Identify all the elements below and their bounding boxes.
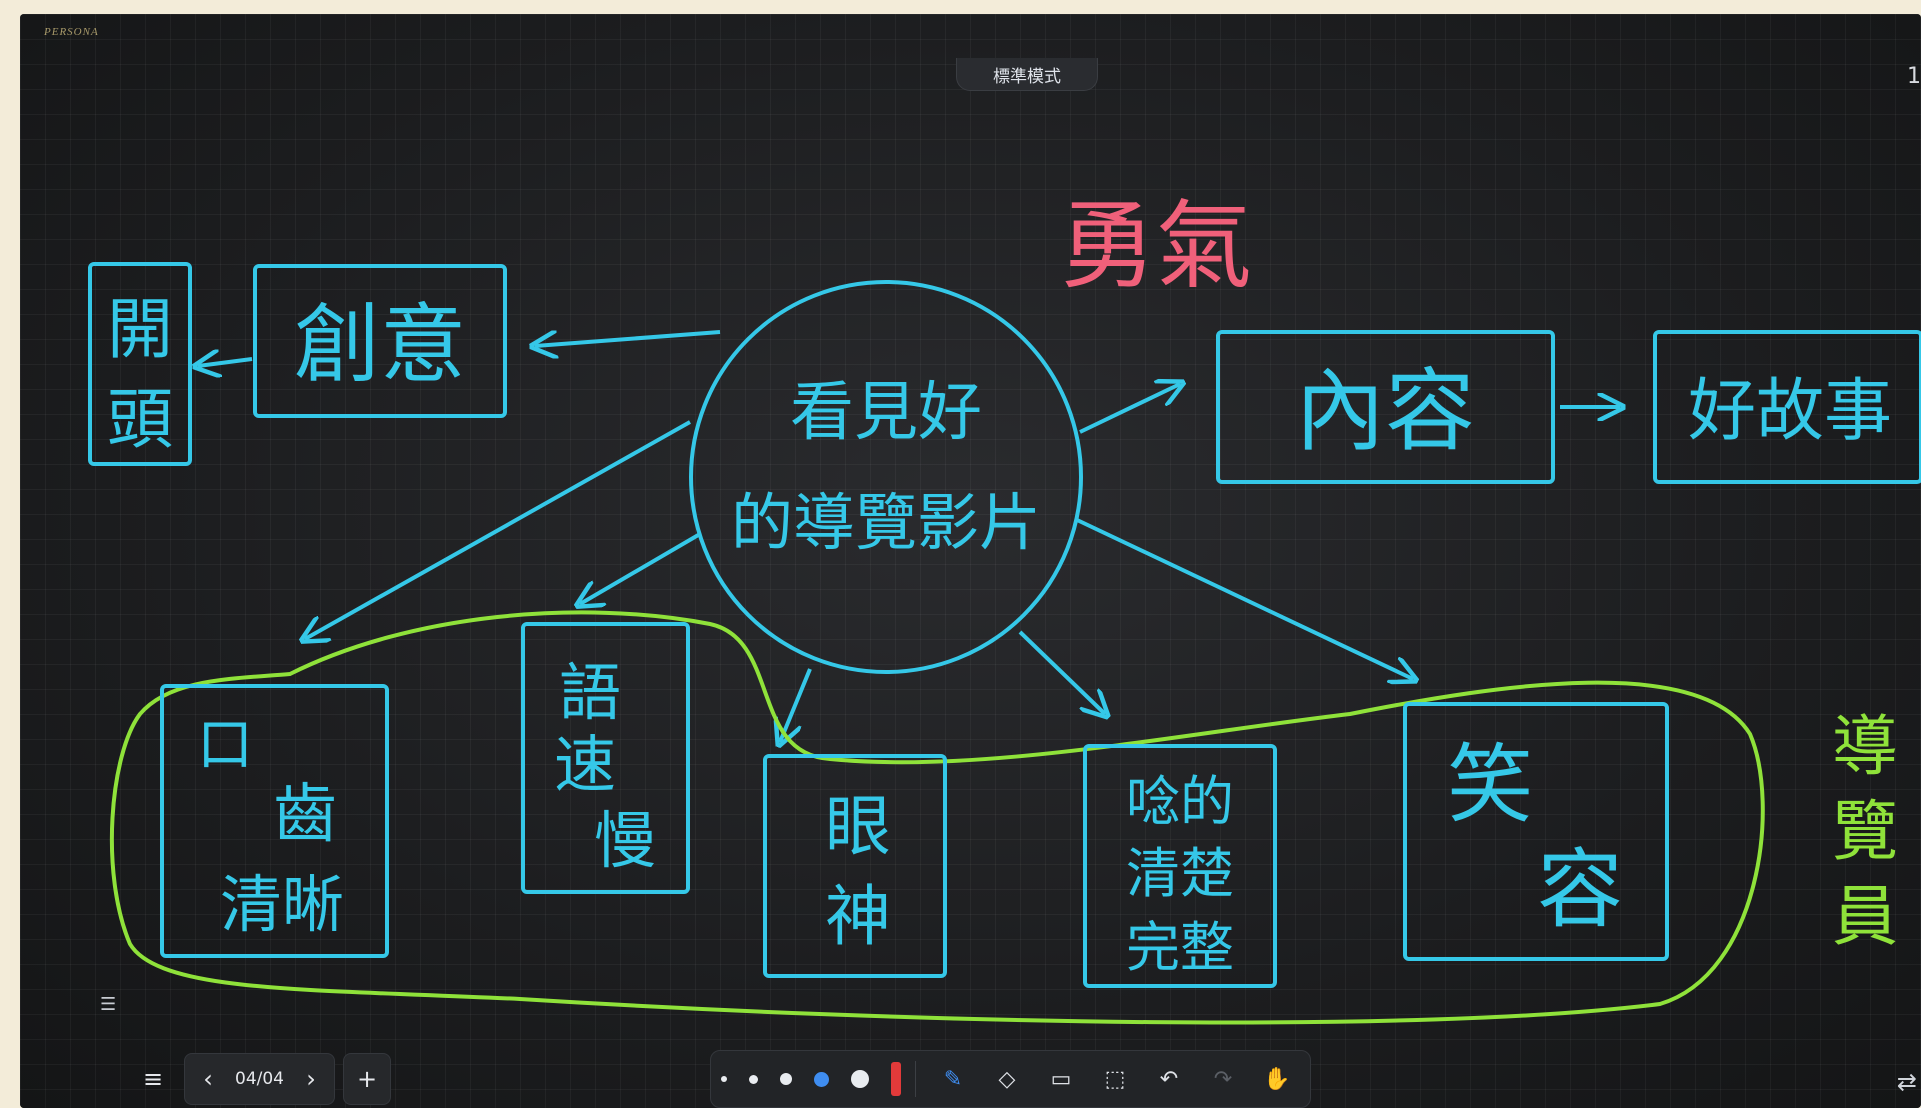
guide-char2: 覽 (1832, 793, 1898, 870)
undo-icon[interactable]: ↶ (1159, 1066, 1179, 1092)
center-line1: 看見好 (790, 376, 982, 450)
stroke-size-l-selected[interactable] (814, 1071, 829, 1087)
good-story-text: 好故事 (1688, 372, 1892, 451)
toolbar-divider (915, 1061, 916, 1097)
pronunciation-char3: 清晰 (220, 868, 344, 941)
guide-char1: 導 (1832, 708, 1898, 785)
stroke-size-s[interactable] (749, 1074, 758, 1084)
shape-icon[interactable]: ▭ (1050, 1066, 1072, 1092)
creativity-box (253, 264, 507, 418)
stroke-size-xs[interactable] (721, 1076, 727, 1082)
pen-icon[interactable]: ✎ (943, 1066, 963, 1092)
clear-complete-line1: 唸的 (1126, 770, 1234, 833)
stroke-size-m[interactable] (780, 1073, 792, 1085)
clear-complete-line3: 完整 (1126, 916, 1234, 979)
stroke-size-xl[interactable] (851, 1070, 869, 1088)
add-page-box: + (343, 1053, 391, 1105)
add-page-icon[interactable]: + (356, 1065, 378, 1093)
redo-icon[interactable]: ↷ (1213, 1066, 1233, 1092)
creativity-text: 創意 (294, 295, 466, 395)
speech-rate-char2: 速 (554, 728, 616, 801)
smile-box (1403, 702, 1669, 961)
center-line2: 的導覽影片 (731, 486, 1041, 559)
marker-color-icon[interactable] (891, 1062, 901, 1096)
swap-icon[interactable]: ⇄ (1896, 1068, 1917, 1096)
clear-complete-box (1083, 744, 1277, 988)
content-text: 內容 (1295, 359, 1475, 464)
opening-box (88, 262, 192, 466)
page-indicator: 04/04 (235, 1069, 284, 1089)
speech-rate-char3: 慢 (594, 804, 656, 877)
brand-logo: PERSONA (44, 26, 99, 38)
content-box (1216, 330, 1555, 484)
whiteboard-frame: PERSONA 標準模式 1 勇氣 看見好 的導覽影片 創意 開 頭 內容 好故… (20, 14, 1921, 1108)
page-toolbar: ≡ ‹ 04/04 › + (130, 1053, 391, 1105)
pronunciation-char1: 口 (197, 713, 253, 778)
eye-contact-box (763, 754, 947, 978)
speech-rate-char1: 語 (559, 656, 621, 729)
page-nav: ‹ 04/04 › (184, 1053, 335, 1105)
good-story-box (1653, 330, 1921, 484)
smile-char2: 容 (1537, 840, 1623, 940)
eraser-icon[interactable]: ◇ (998, 1066, 1016, 1092)
eye-contact-char1: 眼 (825, 788, 891, 865)
pronunciation-char2: 齒 (273, 778, 337, 852)
hand-icon[interactable]: ✋ (1263, 1066, 1291, 1092)
page-corner-number: 1 (1907, 64, 1921, 89)
guide-loop (109, 610, 1765, 1025)
select-icon[interactable]: ⬚ (1104, 1066, 1126, 1092)
outline-icon[interactable]: ☰ (100, 994, 117, 1015)
guide-char3: 員 (1832, 878, 1898, 955)
prev-page-icon[interactable]: ‹ (203, 1065, 213, 1093)
speech-rate-box (521, 622, 690, 894)
pronunciation-box (160, 684, 389, 958)
eye-contact-char2: 神 (825, 878, 891, 955)
opening-char1: 開 (107, 291, 173, 368)
next-page-icon[interactable]: › (306, 1065, 316, 1093)
drawing-toolbar: ✎ ◇ ▭ ⬚ ↶ ↷ ✋ (710, 1050, 1311, 1108)
clear-complete-line2: 清楚 (1126, 842, 1234, 905)
mind-map-drawing: 勇氣 看見好 的導覽影片 創意 開 頭 內容 好故事 口 齒 清晰 (88, 190, 1921, 1025)
whiteboard-canvas[interactable] (20, 14, 1921, 1108)
smile-char1: 笑 (1447, 735, 1533, 835)
mode-tab[interactable]: 標準模式 (956, 58, 1098, 91)
menu-icon[interactable]: ≡ (142, 1065, 164, 1093)
center-circle (689, 280, 1083, 674)
opening-char2: 頭 (107, 381, 173, 458)
title-courage: 勇氣 (1060, 190, 1252, 302)
